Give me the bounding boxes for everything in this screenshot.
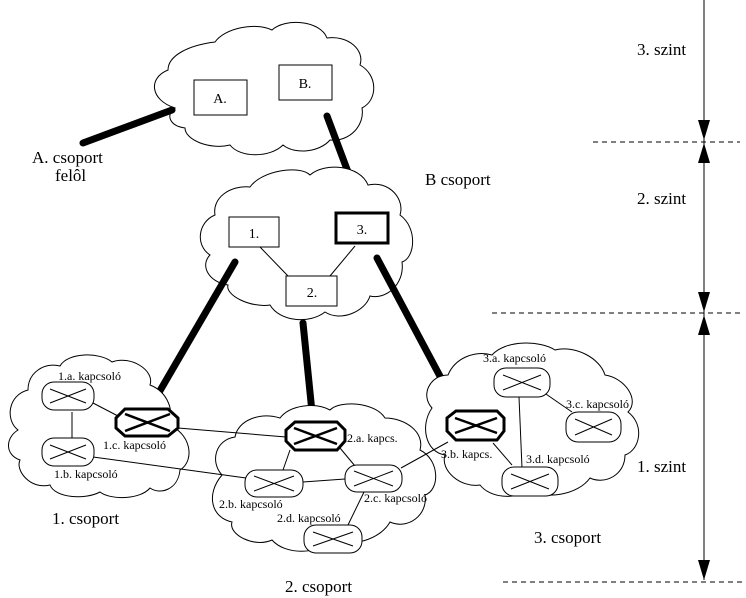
- node-B-label: B.: [299, 77, 312, 92]
- link-2c-3b: [400, 441, 449, 469]
- incoming-label-line1: A. csoport: [32, 148, 103, 167]
- level2-label: 2. szint: [637, 189, 686, 208]
- level-scale: [492, 0, 746, 583]
- link-1-to-group1: [150, 258, 239, 405]
- level2-group-label: B csoport: [425, 170, 491, 189]
- switch-1a-label: 1.a. kapcsoló: [58, 369, 121, 383]
- switch-3c: [565, 411, 622, 443]
- link-3a-3c: [542, 391, 573, 413]
- switch-2a-border: [284, 420, 347, 452]
- switch-3b-border: [445, 409, 506, 442]
- node-1: 1.: [228, 216, 280, 248]
- link-2c-2d: [346, 489, 366, 528]
- switch-1c-border: [114, 407, 180, 438]
- node-A: A.: [193, 79, 248, 116]
- link-1-to-2: [259, 246, 289, 277]
- switch-3d: [501, 466, 559, 497]
- link-3a-3d: [518, 396, 523, 469]
- group3-label: 3. csoport: [534, 528, 601, 547]
- link-from-group-A: [79, 106, 176, 147]
- switch-2c-label: 2.c. kapcsoló: [364, 491, 427, 505]
- link-2a-2c: [339, 447, 356, 467]
- arrow-down-3: [698, 120, 710, 140]
- switch-3d-label: 3.d. kapcsoló: [526, 452, 590, 466]
- switch-1b-label: 1.b. kapcsoló: [54, 467, 118, 481]
- level1-label: 1. szint: [637, 457, 686, 476]
- node-2: 2.: [285, 275, 338, 307]
- switch-2d-label: 2.d. kapcsoló: [277, 511, 341, 525]
- link-1c-2a: [177, 427, 287, 438]
- switch-2c: [344, 464, 403, 493]
- node-1-label: 1.: [249, 227, 260, 242]
- link-2b-2c: [302, 478, 346, 483]
- switch-1b: [41, 437, 95, 467]
- node-A-label: A.: [213, 92, 227, 107]
- node-3-label: 3.: [357, 223, 368, 238]
- link-1a-1c: [92, 402, 119, 417]
- switch-3b-label: 3.b. kapcs.: [441, 447, 492, 461]
- group2-label: 2. csoport: [285, 577, 352, 596]
- group3-cloud: [425, 342, 639, 497]
- switch-2b: [244, 469, 304, 498]
- switch-3a-label: 3.a. kapcsoló: [483, 351, 546, 365]
- arrow-up-2: [698, 143, 710, 163]
- link-3b-3d: [492, 442, 513, 466]
- level2-cloud: [200, 166, 414, 321]
- node-2-label: 2.: [307, 286, 318, 301]
- incoming-label-line2: felôl: [55, 166, 86, 185]
- switch-1c-label: 1.c. kapcsoló: [103, 438, 166, 452]
- arrow-down-2: [698, 292, 710, 312]
- switch-2a-label: 2.a. kapcs.: [347, 431, 398, 445]
- arrow-down-1: [698, 560, 710, 580]
- link-3-to-2: [329, 245, 356, 277]
- switch-2b-label: 2.b. kapcsoló: [219, 497, 283, 511]
- switch-3c-label: 3.c. kapcsoló: [566, 397, 629, 411]
- level3-cloud: [153, 21, 375, 156]
- arrow-up-1: [698, 315, 710, 335]
- link-2-to-group2: [299, 319, 316, 416]
- level3-label: 3. szint: [637, 40, 686, 59]
- switch-1a: [41, 381, 95, 411]
- node-3: 3.: [334, 211, 390, 245]
- switch-3a: [493, 367, 551, 398]
- group1-label: 1. csoport: [52, 509, 119, 528]
- node-B: B.: [278, 64, 333, 101]
- link-2a-2b: [282, 449, 291, 471]
- link-1b-2b: [92, 456, 247, 479]
- switch-2d: [303, 524, 363, 554]
- group2-cloud: [212, 403, 437, 552]
